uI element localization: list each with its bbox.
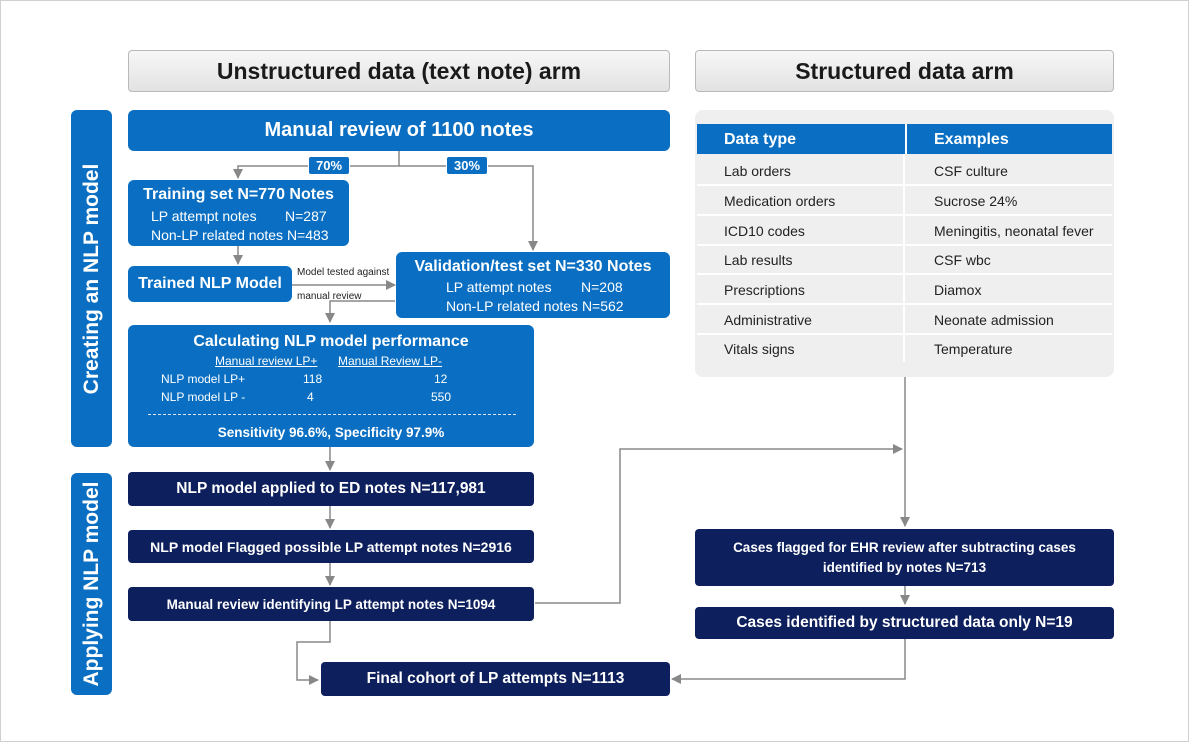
train-percent-tag: 70% [308, 156, 350, 175]
validation-set-title: Validation/test set N=330 Notes [414, 258, 652, 275]
validation-percent-tag: 30% [446, 156, 488, 175]
cell-tn: 550 [431, 390, 452, 404]
side-label-applying-text: Applying NLP model [79, 481, 103, 687]
training-lp-label: LP attempt notes [151, 208, 257, 224]
side-label-applying: Applying NLP model [71, 473, 112, 695]
model-tested-label: Model tested against [297, 267, 390, 278]
training-set-title: Training set N=770 Notes [143, 186, 334, 203]
cell-fp: 12 [434, 372, 448, 386]
performance-title: Calculating NLP model performance [193, 333, 469, 350]
training-lp-value: N=287 [285, 208, 327, 224]
validation-non-lp: Non-LP related notes N=562 [446, 298, 624, 314]
nlp-applied-box: NLP model applied to ED notes N=117,981 [128, 472, 534, 506]
col-manual-lp-pos: Manual review LP+ [215, 354, 318, 368]
col-manual-lp-neg: Manual Review LP- [338, 354, 443, 368]
trained-model-box: Trained NLP Model [128, 266, 292, 302]
structured-arm-header: Structured data arm [695, 50, 1114, 92]
table-cell-example: Diamox [934, 282, 982, 298]
ehr-flagged-box: Cases flagged for EHR review after subtr… [695, 529, 1114, 586]
table-cell-example: CSF wbc [934, 252, 991, 268]
table-header-examples: Examples [934, 131, 1009, 148]
table-cell-example: Neonate admission [934, 312, 1054, 328]
validation-lp-label: LP attempt notes [446, 279, 552, 295]
row-nlp-lp-pos: NLP model LP+ [161, 372, 246, 386]
unstructured-arm-header: Unstructured data (text note) arm [128, 50, 670, 92]
cell-tp: 118 [303, 372, 323, 386]
validation-lp-value: N=208 [581, 279, 623, 295]
row-divider [697, 273, 1112, 275]
table-cell-type: Lab orders [724, 163, 791, 179]
row-divider [697, 303, 1112, 305]
table-cell-example: Meningitis, neonatal fever [934, 223, 1094, 239]
nlp-flagged-box: NLP model Flagged possible LP attempt no… [128, 530, 534, 563]
cell-fn: 4 [307, 390, 314, 404]
table-cell-type: Prescriptions [724, 282, 805, 298]
table-header-divider [905, 124, 907, 154]
manual-identify-box: Manual review identifying LP attempt not… [128, 587, 534, 621]
validation-set-box: Validation/test set N=330 Notes LP attem… [396, 252, 670, 318]
row-divider [697, 184, 1112, 186]
table-cell-example: Temperature [934, 341, 1013, 357]
side-label-creating-text: Creating an NLP model [79, 163, 103, 394]
final-cohort-box: Final cohort of LP attempts N=1113 [321, 662, 670, 696]
row-divider [697, 244, 1112, 246]
data-type-panel: Data type Examples Lab orders CSF cultur… [695, 110, 1114, 377]
structured-only-box: Cases identified by structured data only… [695, 607, 1114, 639]
table-cell-type: ICD10 codes [724, 223, 805, 239]
table-cell-example: Sucrose 24% [934, 193, 1018, 209]
table-cell-type: Administrative [724, 312, 812, 328]
table-header-data-type: Data type [724, 131, 797, 148]
manual-review-label: manual review [297, 291, 362, 302]
table-cell-type: Vitals signs [724, 341, 795, 357]
training-set-box: Training set N=770 Notes LP attempt note… [128, 180, 349, 246]
table-cell-example: CSF culture [934, 163, 1008, 179]
side-label-creating: Creating an NLP model [71, 110, 112, 447]
training-non-lp: Non-LP related notes N=483 [151, 227, 329, 243]
table-header-row: Data type Examples [697, 124, 1112, 154]
performance-divider [148, 414, 516, 415]
table-column-divider [903, 154, 905, 362]
performance-summary: Sensitivity 96.6%, Specificity 97.9% [217, 425, 445, 440]
row-divider [697, 214, 1112, 216]
row-nlp-lp-neg: NLP model LP - [161, 390, 246, 404]
table-cell-type: Lab results [724, 252, 793, 268]
table-cell-type: Medication orders [724, 193, 836, 209]
performance-box: Calculating NLP model performance Manual… [128, 325, 534, 447]
row-divider [697, 333, 1112, 335]
manual-review-box: Manual review of 1100 notes [128, 110, 670, 151]
